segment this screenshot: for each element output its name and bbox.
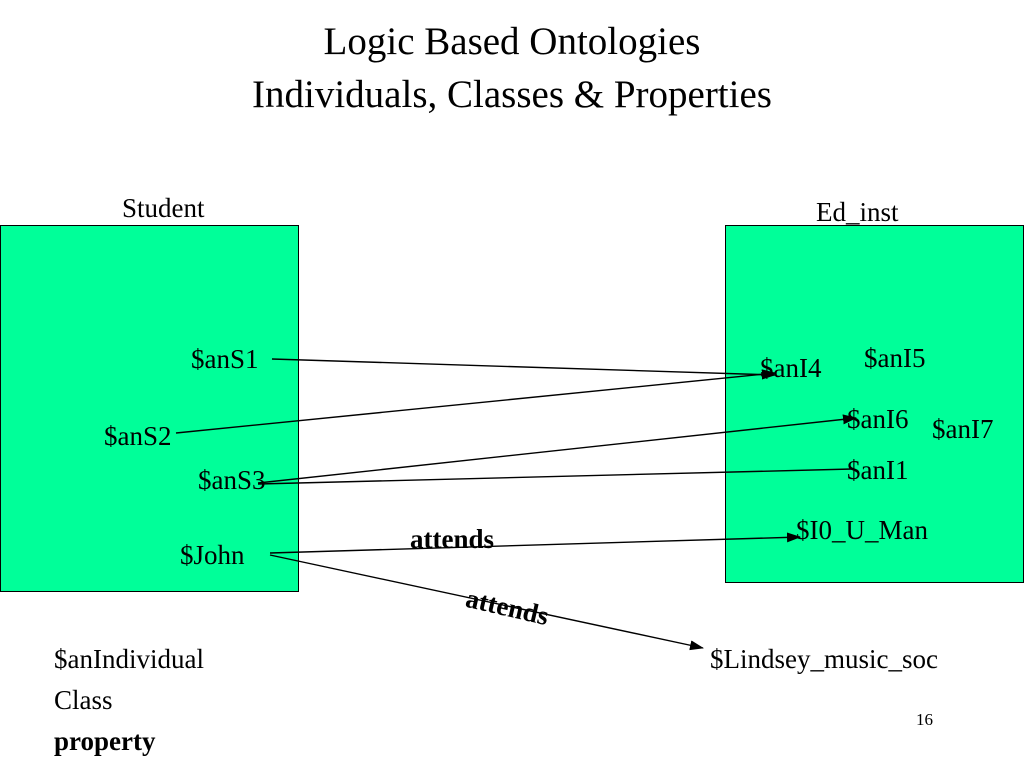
page-number: 16: [916, 710, 933, 729]
class-label-student: Student: [122, 193, 205, 223]
class-box-student: [0, 225, 299, 592]
individual-i0-u-man: $I0_U_Man: [796, 515, 928, 545]
legend-property: property: [54, 726, 156, 756]
individual-ani4: $anI4: [760, 353, 822, 383]
property-label-attends-2: attends: [463, 582, 552, 632]
slide-title-line2: Individuals, Classes & Properties: [252, 73, 772, 116]
arrow-s1-to-i4: [271, 358, 776, 380]
individual-ans2: $anS2: [104, 421, 172, 451]
legend-individual: $anIndividual: [54, 644, 204, 674]
individual-ani5: $anI5: [864, 343, 926, 373]
property-label-attends-1: attends: [410, 524, 495, 554]
individual-ans3: $anS3: [198, 465, 266, 495]
individual-lindsey-music-soc: $Lindsey_music_soc: [710, 644, 938, 674]
slide-title-line1: Logic Based Ontologies: [323, 20, 701, 63]
individual-ani1: $anI1: [847, 455, 909, 485]
individual-ani7: $anI7: [932, 414, 994, 444]
individual-john: $John: [180, 540, 245, 570]
individual-ans1: $anS1: [191, 344, 259, 374]
individual-ani6: $anI6: [847, 404, 909, 434]
arrow-john-to-i0: [269, 532, 801, 554]
class-label-ed-inst: Ed_inst: [816, 197, 899, 227]
legend-class: Class: [54, 685, 113, 715]
